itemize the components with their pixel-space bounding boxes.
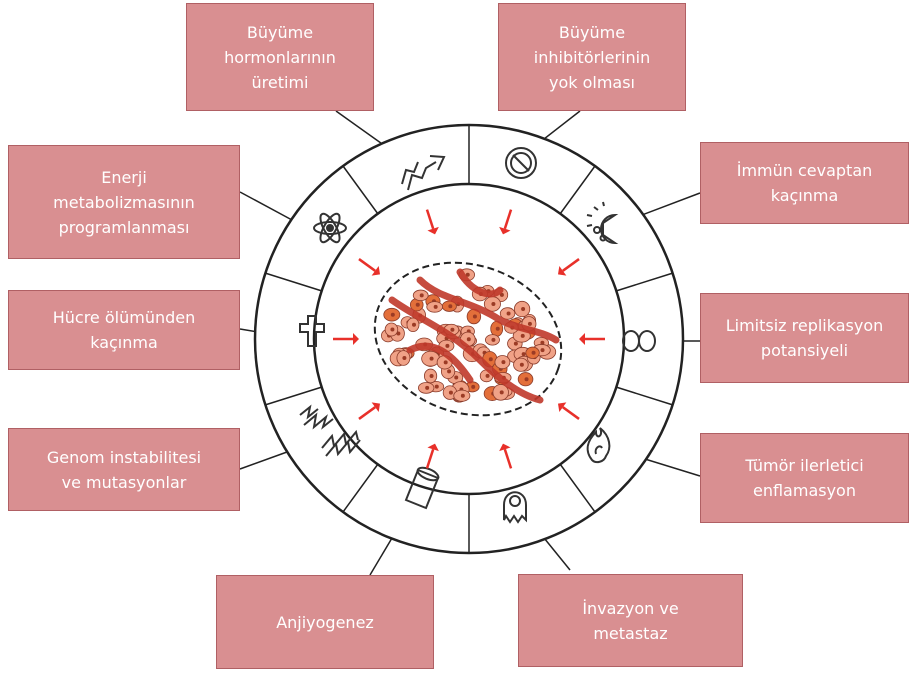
hallmark-cell-death-evasion: Hücre ölümünden kaçınma: [8, 290, 240, 370]
no-entry-icon: [505, 147, 537, 179]
pacman-icon: [586, 201, 619, 245]
tumor-cell-nucleus: [448, 304, 453, 309]
tumor-cell-nucleus: [450, 327, 455, 332]
tumor-cell-nucleus: [501, 360, 506, 365]
hallmark-energy-metabolism: Enerji metabolizmasının programlanması: [8, 145, 240, 259]
cross-icon: [299, 315, 325, 347]
red-arrow-shaft: [425, 448, 435, 469]
red-arrow-shaft: [358, 258, 376, 272]
tumor-cell-nucleus: [531, 350, 536, 355]
tumor-cell-nucleus: [499, 390, 504, 395]
red-arrow-head: [353, 333, 359, 345]
hallmark-angiogenesis: Anjiyogenez: [216, 575, 434, 669]
red-arrow-shaft: [425, 209, 435, 230]
red-arrow-head: [579, 333, 585, 345]
tumor-cell-nucleus: [520, 333, 525, 338]
red-arrow-shaft: [358, 406, 376, 420]
tumor-cell-nucleus: [429, 373, 434, 378]
hallmark-inflammation: Tümör ilerletici enflamasyon: [700, 433, 909, 523]
tumor-cell-nucleus: [443, 360, 448, 365]
tumor-cell-nucleus: [434, 384, 439, 389]
tumor-cell-nucleus: [460, 393, 465, 398]
ring-dividers: [264, 125, 674, 553]
tumor-cell-nucleus: [429, 356, 434, 361]
hallmark-growth-inhibitors: Büyüme inhibitörlerinin yok olması: [498, 3, 686, 111]
tumor-cell-nucleus: [471, 384, 476, 389]
tumor-cell-nucleus: [390, 327, 395, 332]
red-arrow-head: [427, 443, 439, 452]
tumor-cell-nucleus: [419, 293, 424, 298]
tumor-cell-nucleus: [540, 340, 545, 345]
hallmark-invasion-metastasis: İnvazyon ve metastaz: [518, 574, 743, 667]
ghost-cell-icon: [503, 491, 527, 524]
tumor-cell-nucleus: [415, 302, 420, 307]
arrow-icon: [401, 155, 446, 191]
flame-icon: [586, 427, 611, 464]
tumor-cell-nucleus: [519, 362, 524, 367]
tumor-cell-nucleus: [506, 311, 511, 316]
tumor-cell-nucleus: [521, 352, 526, 357]
inward-arrows: [333, 209, 605, 469]
tumor-cell-nucleus: [445, 343, 450, 348]
tumor-cell-nucleus: [495, 326, 500, 331]
tumor-cell-nucleus: [513, 341, 518, 346]
hallmark-immune-evasion: İmmün cevaptan kaçınma: [700, 142, 909, 224]
connector-lines: [239, 110, 701, 576]
hallmark-growth-hormones: Büyüme hormonlarının üretimi: [186, 3, 374, 111]
tumor-cell-nucleus: [447, 369, 452, 374]
tumor-cell-nucleus: [448, 390, 453, 395]
tumor-cell-nucleus: [433, 304, 438, 309]
red-arrow-shaft: [562, 258, 580, 272]
tumor-cell-nucleus: [521, 307, 526, 312]
hallmark-replicative-potential: Limitsiz replikasyon potansiyeli: [700, 293, 909, 383]
red-arrow-head: [499, 443, 511, 452]
tumor-cell-nucleus: [425, 385, 430, 390]
tumor-cell-nucleus: [412, 322, 417, 327]
infinity-icon: [622, 330, 656, 352]
red-arrow-head: [557, 402, 567, 413]
red-arrow-shaft: [503, 209, 513, 230]
vessel-icon: [404, 466, 440, 510]
red-arrow-shaft: [503, 448, 513, 469]
tumor-cell-nucleus: [466, 337, 471, 342]
tumor-cell-nucleus: [524, 377, 529, 382]
tumor-cell-nucleus: [465, 272, 470, 277]
tumor-cell-nucleus: [491, 301, 496, 306]
dna-icon: [299, 404, 361, 457]
red-arrow-head: [499, 226, 511, 235]
tumor-cell-nucleus: [485, 373, 490, 378]
tumor-cell-nucleus: [390, 312, 395, 317]
atom-icon: [313, 212, 347, 244]
tumor-cell-nucleus: [540, 348, 545, 353]
red-arrow-head: [427, 226, 439, 235]
tumor-illustration: [373, 261, 563, 417]
tumor-cell-nucleus: [402, 356, 407, 361]
tumor-cell-nucleus: [527, 321, 532, 326]
hallmark-genome-instability: Genom instabilitesi ve mutasyonlar: [8, 428, 240, 511]
tumor-cell-nucleus: [472, 314, 477, 319]
red-arrow-head: [557, 265, 567, 276]
red-arrow-shaft: [562, 406, 580, 420]
red-arrow-head: [371, 265, 381, 276]
red-arrow-head: [371, 402, 381, 413]
tumor-cell-nucleus: [454, 375, 459, 380]
tumor-cell-nucleus: [491, 337, 496, 342]
tumor-cell-nucleus: [488, 357, 493, 362]
